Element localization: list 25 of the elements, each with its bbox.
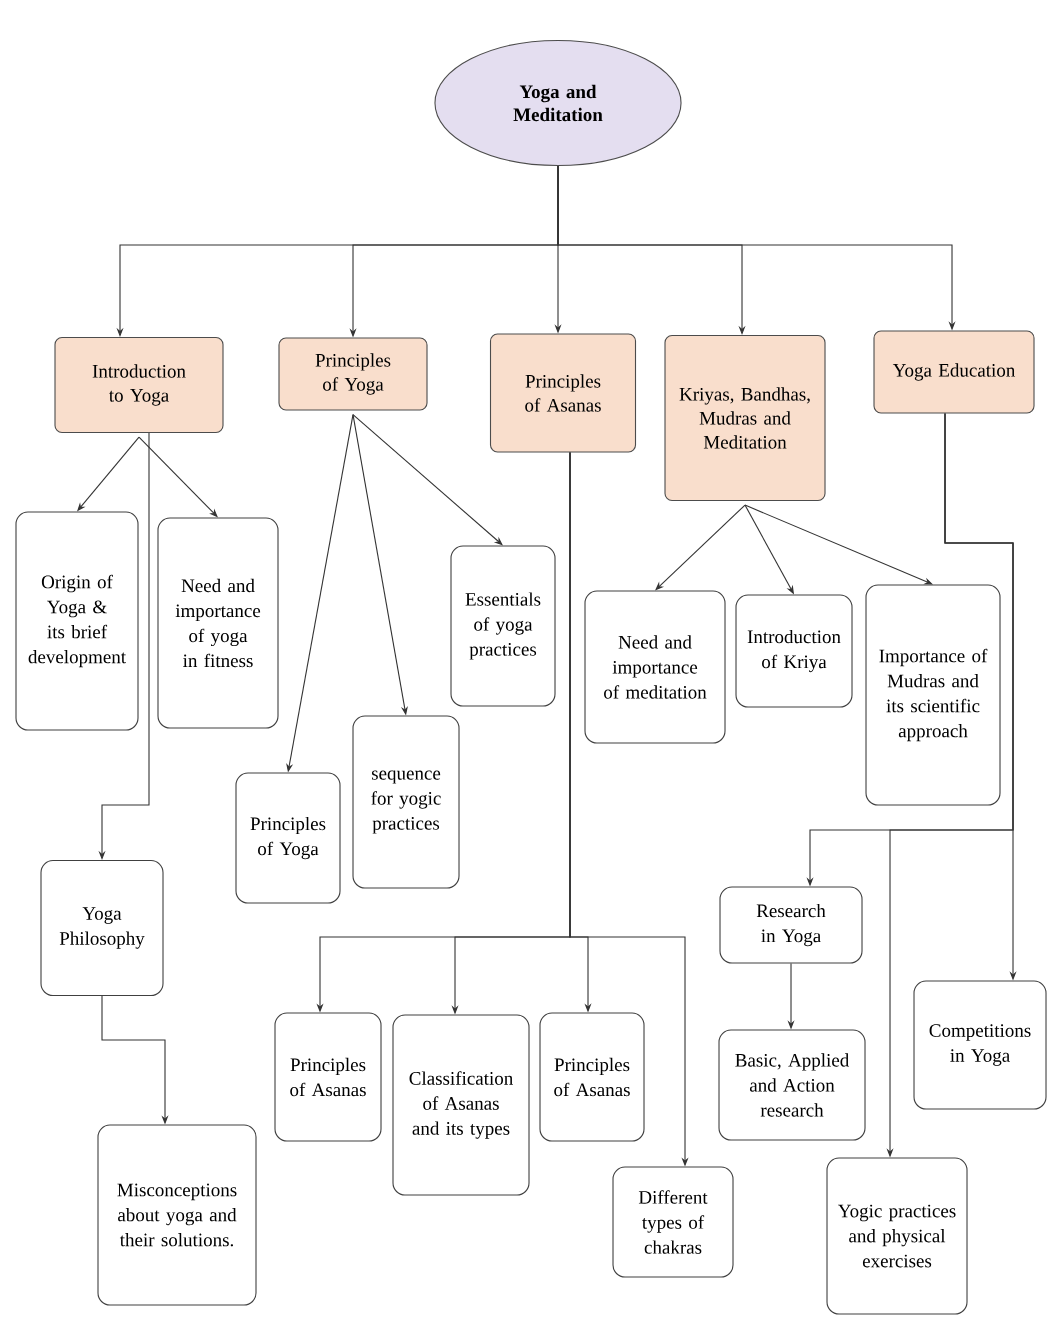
subtopic-box: Need and importance of yoga in fitness [157, 517, 279, 729]
subtopic-box: sequence for yogic practices [352, 715, 460, 889]
topic-box: Introduction to Yoga [54, 336, 224, 434]
subtopic-box: Different types of chakras [612, 1166, 734, 1278]
subtopic-box: Essentials of yoga practices [450, 545, 556, 707]
ellipse-node: Yoga and Meditation [434, 39, 682, 167]
topic-box: Principles of Asanas [489, 333, 637, 453]
topic-box: Principles of Yoga [278, 337, 428, 411]
subtopic-box: Origin of Yoga & its brief development [15, 511, 139, 731]
topic-box: Yoga Education [873, 330, 1035, 414]
subtopic-box: Yogic practices and physical exercises [826, 1157, 968, 1315]
arrow [744, 504, 933, 585]
subtopic-box: Classification of Asanas and its types [392, 1014, 530, 1196]
topic-box: Kriyas, Bandhas, Mudras and Meditation [664, 334, 826, 502]
subtopic-box: Principles of Asanas [539, 1012, 645, 1142]
subtopic-box: Basic, Applied and Action research [718, 1029, 866, 1141]
subtopic-box: Introduction of Kriya [735, 594, 853, 708]
subtopic-box: Research in Yoga [719, 886, 863, 964]
subtopic-box: Need and importance of meditation [584, 590, 726, 744]
subtopic-box: Yoga Philosophy [40, 859, 164, 997]
subtopic-box: Principles of Yoga [235, 772, 341, 904]
subtopic-box: Competitions in Yoga [913, 980, 1047, 1110]
subtopic-box: Principles of Asanas [274, 1012, 382, 1142]
subtopic-box: Misconceptions about yoga and their solutions. [97, 1124, 257, 1306]
subtopic-box: Importance of Mudras and its scientific approach [865, 584, 1001, 806]
